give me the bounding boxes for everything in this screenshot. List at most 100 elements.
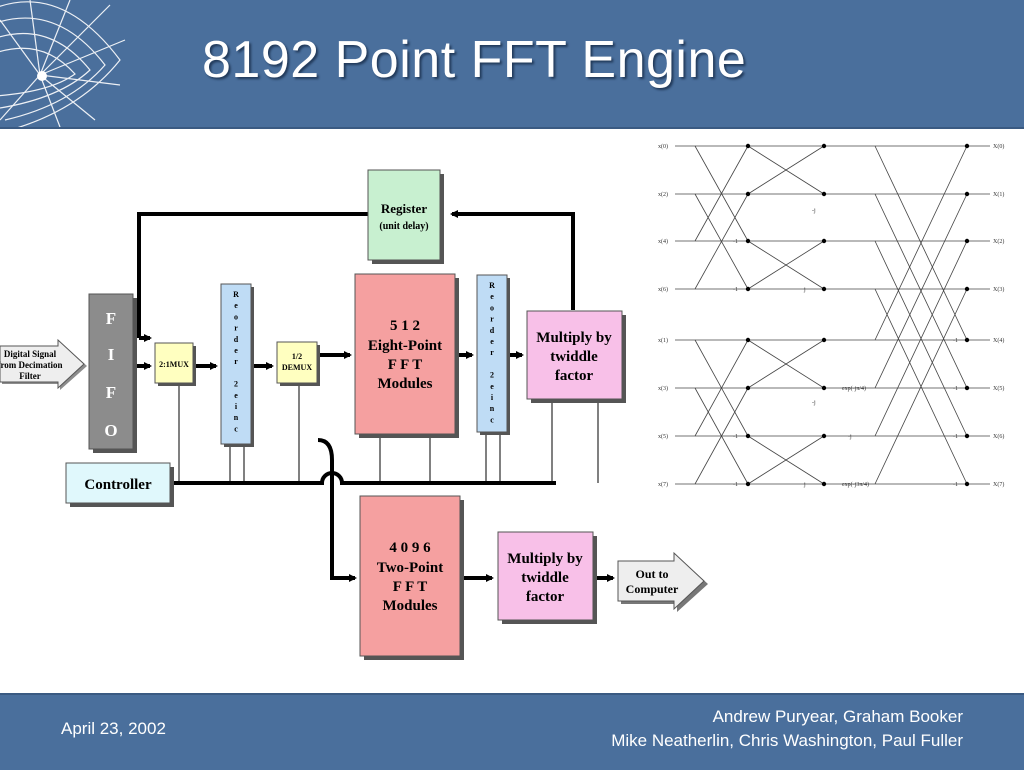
butterfly-edge <box>874 240 968 437</box>
fifo-block: F I F O <box>88 293 137 453</box>
input-arrow-line-2: from Decimation <box>0 360 63 370</box>
butterfly-node <box>964 286 970 292</box>
butterfly-edge <box>694 193 749 290</box>
butterfly-node <box>821 143 827 149</box>
fifo-letter-o: O <box>104 421 117 440</box>
two-point-label: Two-Point <box>377 560 443 576</box>
ro2-letter: c <box>490 415 494 424</box>
ro1-letter: r <box>234 324 238 333</box>
input-signal-arrow: Digital Signal from Decimation Filter <box>0 338 87 390</box>
butterfly-edge <box>874 145 968 341</box>
two-point-fft: F F T <box>393 579 427 595</box>
butterfly-output-label: X(3) <box>993 286 1004 293</box>
ro2-letter: n <box>490 404 495 413</box>
authors-line-1: Andrew Puryear, Graham Booker <box>712 707 963 726</box>
butterfly-input-label: x(2) <box>658 191 668 198</box>
mux-block: 2:1MUX <box>154 342 196 386</box>
butterfly-input-label: x(3) <box>658 385 668 392</box>
multiply2-line-1: Multiply by <box>507 551 583 567</box>
butterfly-twiddle-label: exp(-j3π/4) <box>842 481 869 488</box>
register-sublabel: (unit delay) <box>379 221 428 232</box>
butterfly-input-label: x(5) <box>658 433 668 440</box>
butterfly-weight-stage1: -1 <box>733 287 738 293</box>
butterfly-node <box>964 481 970 487</box>
eight-point-fft: F F T <box>388 357 422 373</box>
butterfly-edge <box>747 240 825 290</box>
ro1-letter: r <box>234 357 238 366</box>
butterfly-node <box>745 238 751 244</box>
slide-title: 8192 Point FFT Engine <box>202 31 747 89</box>
butterfly-twiddle-label: -j <box>848 434 852 440</box>
ro2-letter: r <box>490 315 494 324</box>
fifo-letter-i: I <box>108 345 115 364</box>
butterfly-input-label: x(0) <box>658 143 668 150</box>
butterfly-edge <box>874 288 968 485</box>
butterfly-node <box>745 286 751 292</box>
controller-label: Controller <box>84 477 152 493</box>
butterfly-node <box>821 481 827 487</box>
ro1-letter: R <box>233 290 239 299</box>
ro2-letter: R <box>489 281 495 290</box>
butterfly-input-label: x(6) <box>658 286 668 293</box>
butterfly-node <box>821 286 827 292</box>
ro2-letter: d <box>490 326 495 335</box>
demux-block: 1/2 DEMUX <box>276 341 320 386</box>
two-point-count: 4 0 9 6 <box>389 540 431 556</box>
ro1-letter: d <box>234 335 239 344</box>
eight-point-fft-block: 5 1 2 Eight-Point F F T Modules <box>354 273 459 438</box>
butterfly-output-label: X(1) <box>993 191 1004 198</box>
butterfly-node <box>964 433 970 439</box>
ro1-letter: n <box>234 413 239 422</box>
two-point-modules: Modules <box>382 598 437 614</box>
satellite-dish-icon <box>0 0 126 127</box>
presentation-date: April 23, 2002 <box>61 719 166 738</box>
ro1-letter: e <box>234 346 238 355</box>
butterfly-input-label: x(1) <box>658 337 668 344</box>
butterfly-flow-graph: x(0)X(0)x(2)X(1)x(4)X(2)x(6)X(3)x(1)X(4)… <box>658 143 1004 488</box>
butterfly-weight-stage3: -1 <box>953 338 958 344</box>
butterfly-node <box>821 385 827 391</box>
butterfly-output-label: X(4) <box>993 337 1004 344</box>
ro2-letter: o <box>490 303 494 312</box>
ro1-letter: 2 <box>234 380 238 389</box>
ro1-letter: o <box>234 312 238 321</box>
butterfly-input-label: x(4) <box>658 238 668 245</box>
butterfly-node <box>964 385 970 391</box>
output-arrow-line-2: Computer <box>626 582 679 596</box>
butterfly-weight-stage3: -1 <box>953 434 958 440</box>
ro2-letter: 2 <box>490 371 494 380</box>
ro1-letter: c <box>234 424 238 433</box>
butterfly-node <box>964 191 970 197</box>
eight-point-modules: Modules <box>377 376 432 392</box>
butterfly-node <box>821 337 827 343</box>
butterfly-edge <box>874 193 968 389</box>
multiply1-line-3: factor <box>555 368 594 384</box>
ro2-letter: e <box>490 337 494 346</box>
butterfly-weight-stage3: -1 <box>953 386 958 392</box>
butterfly-output-label: X(7) <box>993 481 1004 488</box>
butterfly-weight-stage1: -1 <box>733 482 738 488</box>
butterfly-output-label: X(5) <box>993 385 1004 392</box>
mux-label: 2:1MUX <box>159 360 189 369</box>
authors-line-2: Mike Neatherlin, Chris Washington, Paul … <box>611 731 963 750</box>
ro1-letter: i <box>235 402 238 411</box>
demux-label-line-1: 1/2 <box>292 352 302 361</box>
butterfly-input-label: x(7) <box>658 481 668 488</box>
butterfly-edge <box>694 339 749 437</box>
butterfly-weight-stage2: j <box>803 287 806 293</box>
register-label: Register <box>381 201 427 216</box>
butterfly-weight-stage2: -j <box>812 400 816 406</box>
multiply-twiddle-block-2: Multiply by twiddle factor <box>497 531 597 624</box>
ro1-letter: e <box>234 391 238 400</box>
butterfly-edge <box>747 435 825 485</box>
butterfly-output-label: X(0) <box>993 143 1004 150</box>
slide-footer: April 23, 2002 Andrew Puryear, Graham Bo… <box>0 693 1024 770</box>
output-arrow-line-1: Out to <box>636 567 669 581</box>
slide-header: 8192 Point FFT Engine <box>0 0 1024 129</box>
fifo-letter-f: F <box>106 309 116 328</box>
butterfly-node <box>821 433 827 439</box>
butterfly-node <box>745 385 751 391</box>
eight-point-count: 5 1 2 <box>390 318 420 334</box>
multiply-twiddle-block-1: Multiply by twiddle factor <box>526 310 626 403</box>
